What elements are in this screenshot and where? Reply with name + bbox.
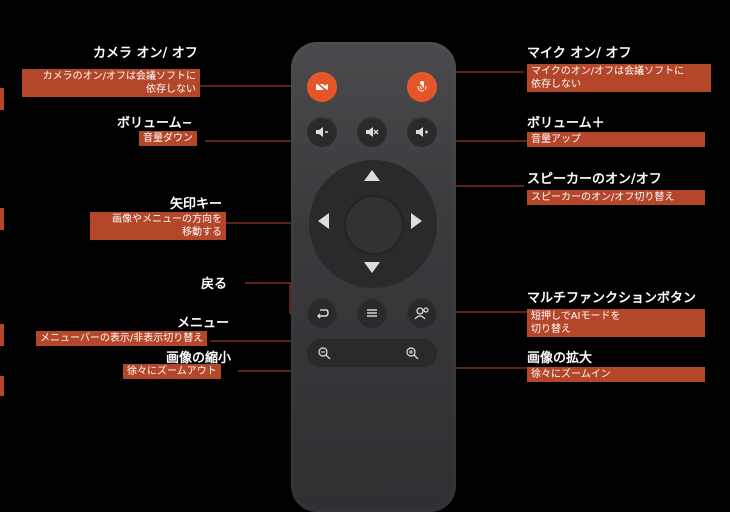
arrow-left-icon[interactable] xyxy=(318,213,329,229)
camera-off-icon[interactable] xyxy=(307,72,337,102)
zoom-in-title: 画像の拡大 xyxy=(527,351,593,366)
back-arrow-icon[interactable] xyxy=(307,298,337,328)
volume-up-title: ボリューム＋ xyxy=(527,116,605,131)
volume-up-desc: 音量アップ xyxy=(527,132,705,147)
menu-icon[interactable] xyxy=(357,298,387,328)
zoom-out-title: 画像の縮小 xyxy=(166,351,232,366)
multi-title: マルチファンクションボタン xyxy=(527,291,697,306)
volume-down-title: ボリューム− xyxy=(117,116,193,131)
desc-line: カメラのオン/オフは会議ソフトに xyxy=(42,71,196,82)
speaker-desc: スピーカーのオン/オフ切り替え xyxy=(527,190,705,205)
edge-bar xyxy=(0,208,4,230)
arrows-desc: 画像やメニューの方向を 移動する xyxy=(90,212,226,240)
camera-desc: カメラのオン/オフは会議ソフトに 依存しない xyxy=(22,69,200,97)
mic-title: マイク オン/ オフ xyxy=(527,46,632,61)
desc-line: 依存しない xyxy=(531,79,581,90)
back-title: 戻る xyxy=(201,277,228,292)
speaker-mute-icon[interactable] xyxy=(357,117,387,147)
volume-up-icon[interactable] xyxy=(407,117,437,147)
arrow-down-icon[interactable] xyxy=(364,262,380,273)
mic-off-icon[interactable] xyxy=(407,72,437,102)
zoom-in-desc: 徐々にズームイン xyxy=(527,367,705,382)
desc-line: 依存しない xyxy=(146,84,196,95)
volume-down-icon[interactable] xyxy=(307,117,337,147)
desc-line: 切り替え xyxy=(531,324,571,335)
speaker-title: スピーカーのオン/オフ xyxy=(527,172,662,187)
menu-desc: メニューバーの表示/非表示切り替え xyxy=(36,331,208,346)
remote-diagram: カメラ オン/ オフ カメラのオン/オフは会議ソフトに 依存しない ボリューム−… xyxy=(0,42,711,512)
edge-bar xyxy=(0,324,4,346)
multi-desc: 短押しでAIモードを 切り替え xyxy=(527,309,705,337)
camera-title: カメラ オン/ オフ xyxy=(93,46,198,61)
ai-mode-icon[interactable] xyxy=(407,298,437,328)
desc-line: 画像やメニューの方向を xyxy=(112,214,222,225)
edge-bar xyxy=(0,376,4,396)
arrow-up-icon[interactable] xyxy=(364,170,380,181)
arrows-title: 矢印キー xyxy=(170,197,223,212)
zoom-out-desc: 徐々にズームアウト xyxy=(123,364,221,379)
desc-line: 移動する xyxy=(182,227,222,238)
desc-line: マイクのオン/オフは会議ソフトに xyxy=(531,66,685,77)
desc-line: 短押しでAIモードを xyxy=(531,311,621,322)
volume-down-desc: 音量ダウン xyxy=(139,131,197,146)
menu-title: メニュー xyxy=(177,316,230,331)
edge-bar xyxy=(0,88,4,110)
ok-button[interactable] xyxy=(346,197,402,253)
zoom-out-icon[interactable] xyxy=(312,341,336,365)
zoom-in-icon[interactable] xyxy=(400,341,424,365)
arrow-right-icon[interactable] xyxy=(411,213,422,229)
mic-desc: マイクのオン/オフは会議ソフトに 依存しない xyxy=(527,64,711,92)
